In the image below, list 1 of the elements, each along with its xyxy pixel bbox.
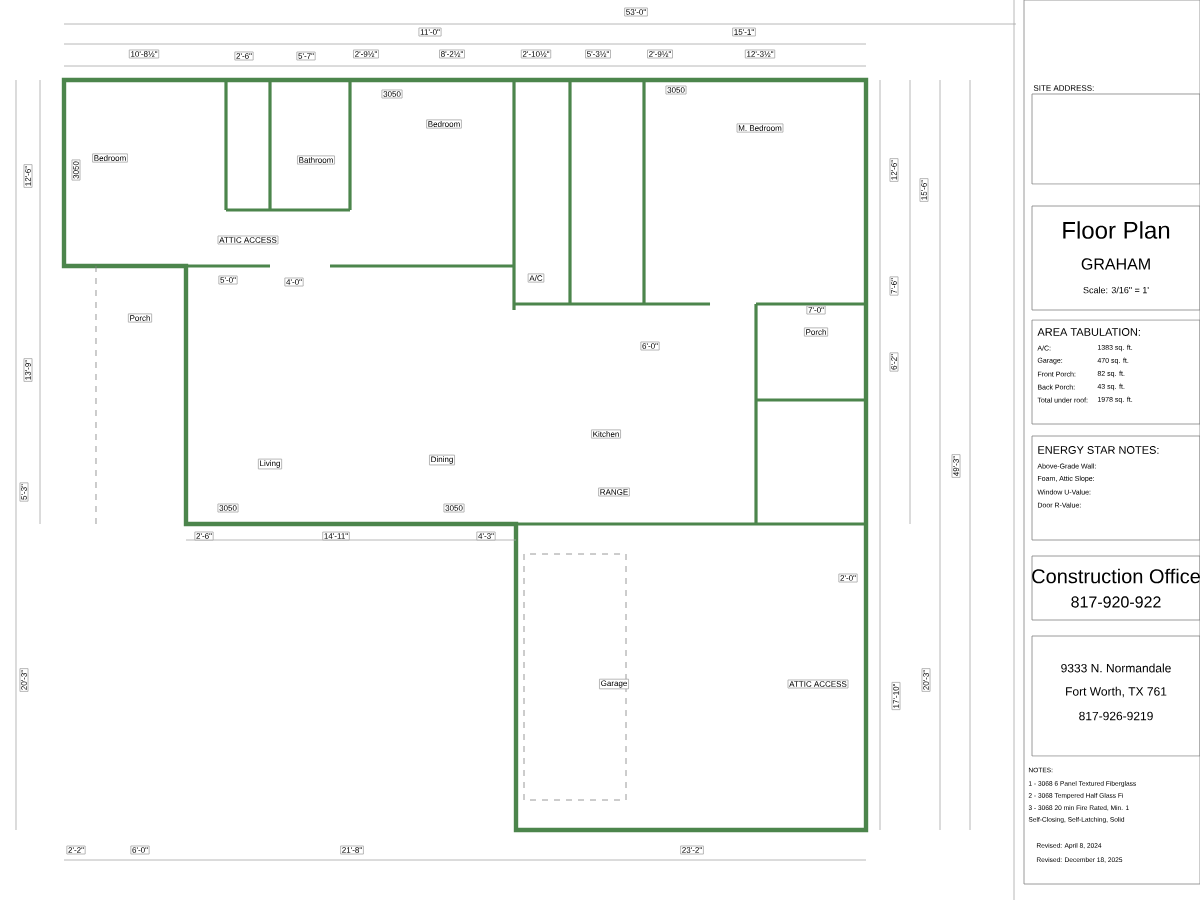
title-block-box: Construction Office 817-920-922 xyxy=(1031,555,1200,621)
